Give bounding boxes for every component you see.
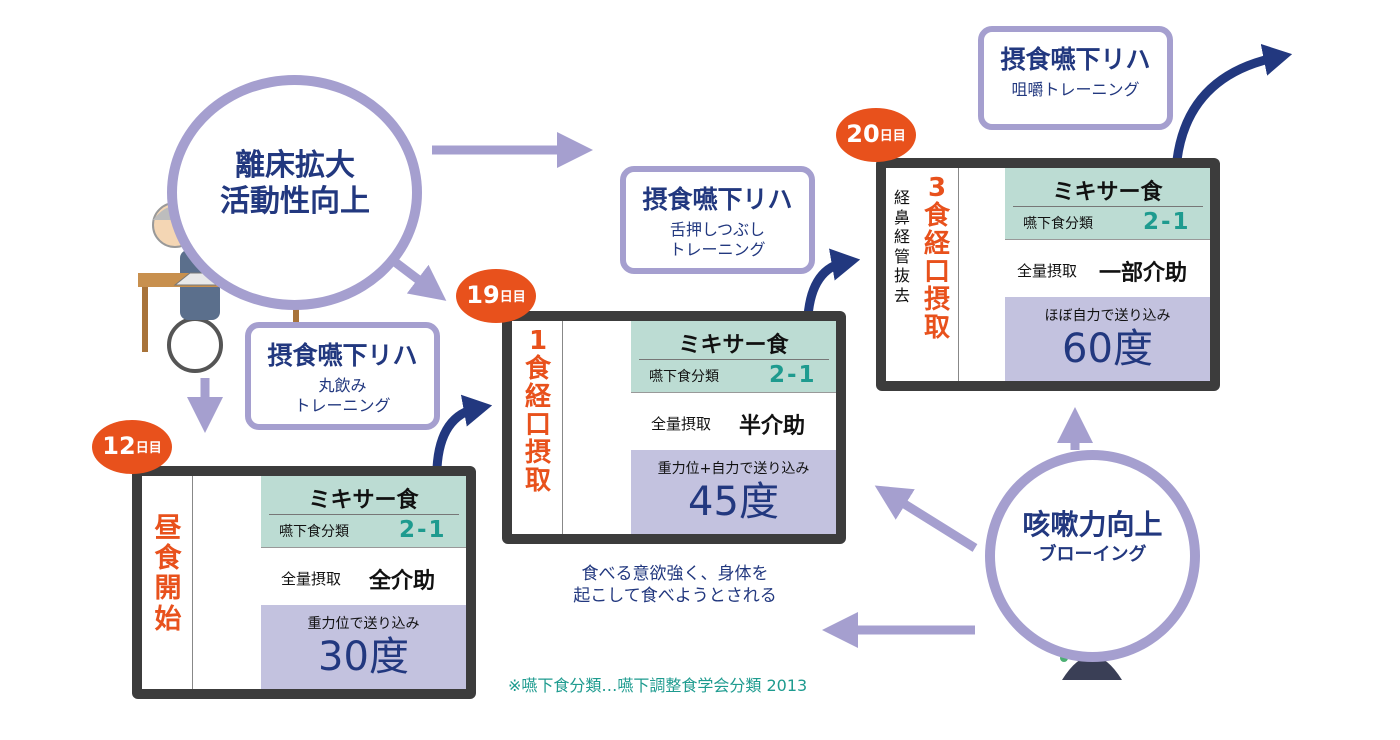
day-badge-19: 19日目 — [456, 269, 536, 323]
cough-circle — [985, 450, 1200, 662]
food-type: ミキサー食 嚥下食分類 2-1 — [1005, 168, 1210, 239]
day-badge-20: 20日目 — [836, 108, 916, 162]
food-type: ミキサー食 嚥下食分類 2-1 — [631, 321, 836, 392]
stage-card-day19: 1 食 経 口 摂 取 ミキサー食 嚥下食分類 2-1 全量摂取 半介助 重力位… — [502, 311, 846, 544]
arrow-diag-to-stage2 — [392, 258, 447, 301]
stage-label: 1 食 経 口 摂 取 — [524, 326, 551, 497]
arrow-curve-stage2-to-3 — [803, 248, 861, 317]
recline-angle: 重力位で送り込み 30度 — [261, 605, 466, 689]
motivation-note: 食べる意欲強く、身体を 起こして食べようとされる — [573, 564, 777, 607]
cough-title: 咳嗽力向上 ブローイング — [1022, 508, 1163, 565]
recline-angle: ほぼ自力で送り込み 60度 — [1005, 297, 1210, 381]
rehab-box-tongue: 摂食嚥下リハ 舌押しつぶし トレーニング — [620, 166, 815, 274]
stage-label: 3 食 経 口 摂 取 — [923, 173, 950, 344]
mobility-title: 離床拡大 活動性向上 — [220, 148, 370, 219]
day-badge-12: 12日目 — [92, 420, 172, 474]
tube-removed-label: 経 鼻 経 管 抜 去 — [893, 188, 910, 305]
stage-label: 昼 食 開 始 — [154, 513, 182, 635]
rehab-box-chewing: 摂食嚥下リハ 咀嚼トレーニング — [978, 26, 1173, 130]
assist-level: 全量摂取 全介助 — [261, 547, 466, 607]
stage-card-day12: 昼 食 開 始 ミキサー食 嚥下食分類 2-1 全量摂取 全介助 重力位で送り込… — [132, 466, 476, 699]
arrow-curve-stage3-out — [1172, 43, 1293, 161]
assist-level: 全量摂取 半介助 — [631, 392, 836, 452]
arrow-curve-stage1-to-2 — [432, 394, 493, 469]
rehab-box-swallow: 摂食嚥下リハ 丸飲み トレーニング — [245, 322, 440, 430]
footnote: ※嚥下食分類…嚥下調整食学会分類 2013 — [508, 676, 808, 695]
recline-angle: 重力位+自力で送り込み 45度 — [631, 450, 836, 534]
assist-level: 全量摂取 一部介助 — [1005, 239, 1210, 299]
food-type: ミキサー食 嚥下食分類 2-1 — [261, 476, 466, 547]
mobility-circle — [167, 75, 422, 310]
stage-card-day20: 経 鼻 経 管 抜 去 3 食 経 口 摂 取 ミキサー食 嚥下食分類 2-1 … — [876, 158, 1220, 391]
arrow-cough-to-stage2 — [874, 485, 978, 552]
